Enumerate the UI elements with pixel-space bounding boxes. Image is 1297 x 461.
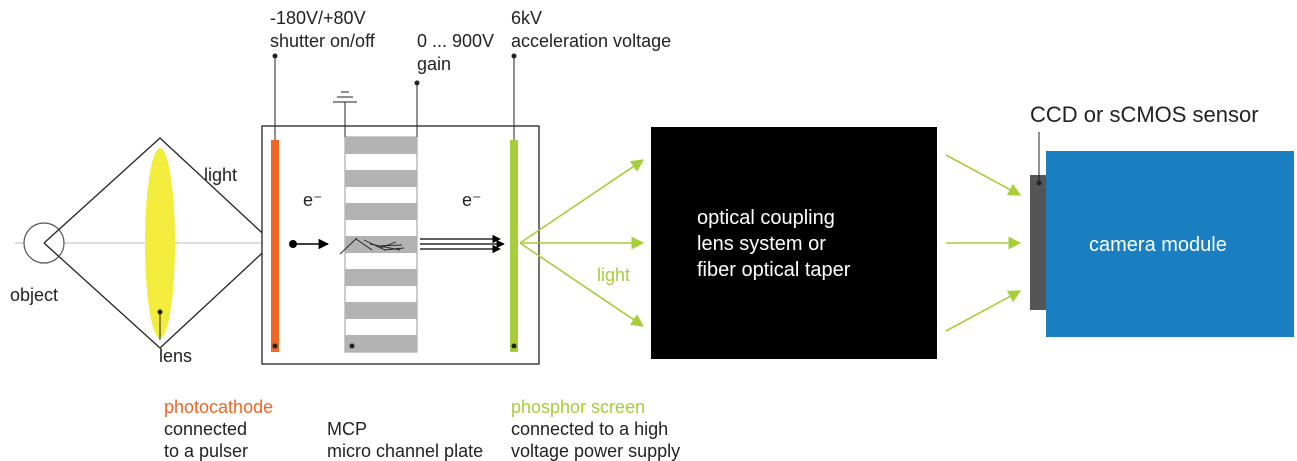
accel-voltage-label: 6kV <box>511 8 542 28</box>
shutter-voltage-label: -180V/+80V <box>270 8 366 28</box>
photocathode-label: photocathode <box>164 397 273 417</box>
mcp-pointer-dot <box>349 343 355 349</box>
mcp-desc: micro channel plate <box>327 441 483 461</box>
mcp-label: MCP <box>327 419 367 439</box>
mcp-gain-lead-dot <box>414 80 420 86</box>
coupling-label-1: optical coupling <box>697 207 835 229</box>
camera-module-box <box>1046 151 1294 337</box>
sensor-lead-dot <box>1036 180 1042 186</box>
lens-pointer-dot <box>157 309 163 315</box>
phosphor-desc-1: connected to a high <box>511 419 668 439</box>
phosphor-pointer-dot <box>511 343 517 349</box>
electron-dot <box>289 240 297 248</box>
electron-label-2: e⁻ <box>462 190 482 210</box>
object-label: object <box>10 285 58 305</box>
light-arrows-left <box>519 159 645 327</box>
photocathode-desc-2: to a pulser <box>164 441 248 461</box>
photocathode-desc-1: connected <box>164 419 247 439</box>
optical-coupling-box <box>651 127 937 359</box>
ground-icon <box>333 91 357 137</box>
camera-module-label: camera module <box>1089 234 1227 256</box>
gain-voltage-label: 0 ... 900V <box>417 31 494 51</box>
sensor-label: CCD or sCMOS sensor <box>1030 102 1259 127</box>
photocathode-pointer-dot <box>272 343 278 349</box>
phosphor-desc-2: voltage power supply <box>511 441 680 461</box>
electron-cascade <box>339 237 405 255</box>
gain-label: gain <box>417 54 451 74</box>
light-arrows-right <box>945 154 1022 332</box>
coupling-label-2: lens system or <box>697 233 826 255</box>
mcp-plate <box>344 136 418 353</box>
lens-label: lens <box>159 346 192 366</box>
accel-label: acceleration voltage <box>511 31 671 51</box>
light-left-label: light <box>204 165 237 185</box>
coupling-label-3: fiber optical taper <box>697 259 851 281</box>
electron-label-1: e⁻ <box>303 190 323 210</box>
electron-output-arrows <box>420 234 505 254</box>
photocathode-lead-dot <box>272 53 278 59</box>
phosphor-label: phosphor screen <box>511 397 645 417</box>
lens-shape <box>145 148 175 338</box>
phosphor-lead-dot <box>511 53 517 59</box>
shutter-label: shutter on/off <box>270 31 376 51</box>
light-right-label: light <box>597 265 630 285</box>
sensor-plate <box>1030 175 1046 310</box>
photocathode-plate <box>271 140 279 352</box>
phosphor-screen-plate <box>510 140 518 352</box>
